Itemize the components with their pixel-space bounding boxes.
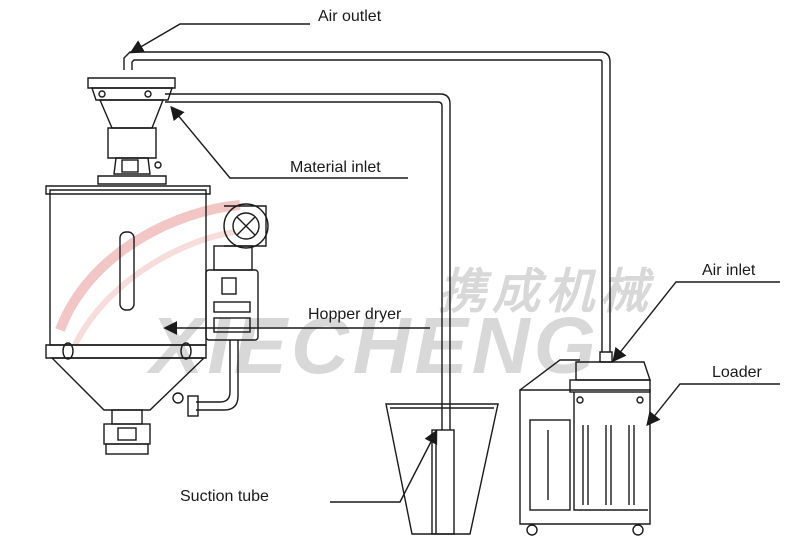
leader-loader	[646, 383, 780, 427]
material-bin	[385, 403, 499, 535]
loader-unit	[519, 359, 651, 536]
label-hopper-dryer: Hopper dryer	[308, 306, 402, 323]
leader-air-inlet	[612, 281, 780, 363]
label-loader: Loader	[712, 364, 762, 381]
material-inlet-pipe	[165, 93, 451, 430]
label-material-inlet: Material inlet	[290, 159, 381, 176]
watermark-swoosh	[55, 200, 241, 332]
label-air-inlet: Air inlet	[702, 262, 756, 279]
suction-tube	[431, 429, 455, 535]
watermark-chinese: 携成机械	[438, 266, 655, 319]
label-suction-tube: Suction tube	[180, 488, 269, 505]
leader-material-inlet	[170, 105, 408, 179]
leader-air-outlet	[129, 23, 310, 54]
leader-suction-tube	[330, 429, 438, 503]
watermark-latin: XIECHENG	[150, 301, 600, 390]
hopper-dryer-unit	[45, 77, 269, 455]
label-air-outlet: Air outlet	[318, 8, 382, 25]
